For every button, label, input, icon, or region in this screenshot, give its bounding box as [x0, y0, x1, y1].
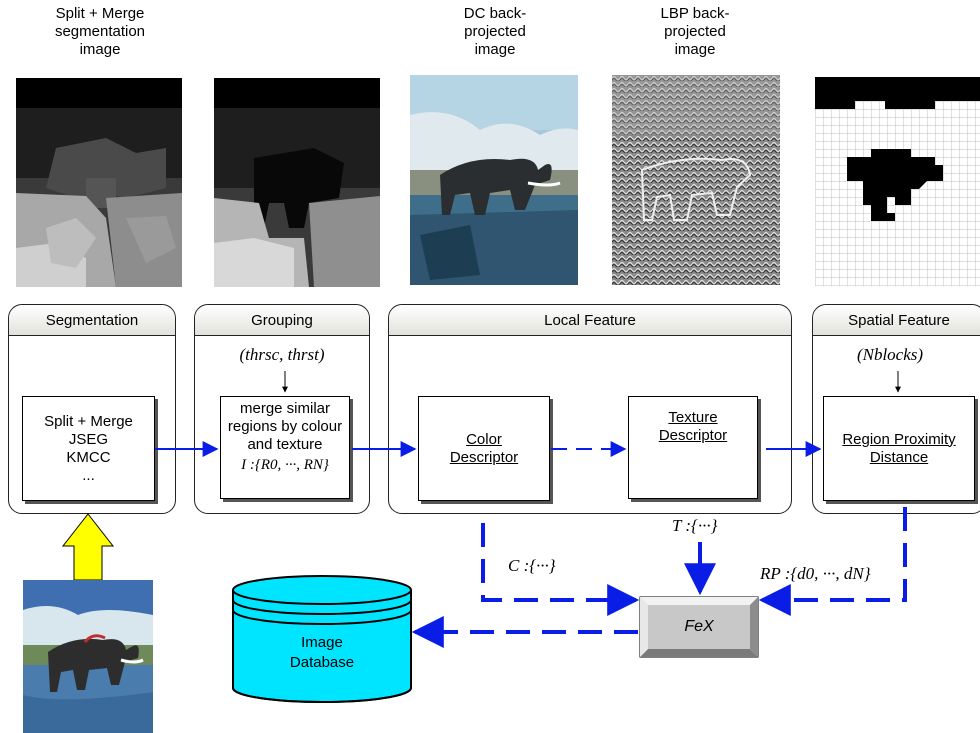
color-descriptor-label[interactable]: Color Descriptor [449, 430, 519, 466]
grouping-box: merge similar regions by colour and text… [220, 396, 350, 499]
input-elephant-photo [23, 580, 153, 733]
spatial-parameters: (Nblocks) [856, 345, 924, 364]
stage-local-feature-title: Local Feature [389, 305, 791, 336]
seg-method-kmcc: KMCC [66, 448, 111, 466]
caption-lbp: LBP back- projected image [660, 5, 730, 58]
segmentation-methods-box: Split + Merge JSEG KMCC ... [22, 396, 155, 501]
texture-descriptor-box[interactable]: Texture Descriptor [628, 396, 758, 499]
stage-segmentation-title: Segmentation [9, 305, 175, 336]
color-descriptor-box[interactable]: Color Descriptor [418, 396, 550, 501]
seg-method-jseg: JSEG [68, 430, 109, 448]
grouping-output: I :{R0, ···, RN} [241, 457, 329, 473]
proximity-to-fex-connector [758, 507, 907, 616]
color-output: C :{···} [508, 556, 556, 575]
proximity-output: RP :{d0, ···, dN} [760, 564, 871, 583]
caption-dc: DC back- projected image [463, 5, 527, 58]
grouping-text: merge similar regions by colour and text… [227, 400, 343, 453]
grouping-parameters: (thrsc, thrst) [239, 345, 325, 364]
database-label: Image Database [289, 634, 355, 671]
region-proximity-label[interactable]: Region Proximity Distance [842, 430, 956, 466]
grouped-segmentation-image [214, 78, 380, 287]
stage-grouping-title: Grouping [195, 305, 369, 336]
stage-spatial-feature-title: Spatial Feature [813, 305, 980, 336]
fex-label[interactable]: FeX [684, 618, 714, 635]
split-merge-segmentation-image [16, 78, 182, 287]
dc-back-projected-image [410, 75, 578, 285]
caption-split-merge: Split + Merge segmentation image [54, 5, 146, 58]
seg-method-split-merge: Split + Merge [44, 412, 133, 430]
seg-method-more: ... [82, 466, 95, 484]
input-arrow [61, 513, 115, 581]
region-proximity-box[interactable]: Region Proximity Distance [823, 396, 975, 501]
spatial-blocks-image [815, 77, 980, 286]
lbp-back-projected-image [612, 75, 780, 285]
texture-output: T :{···} [672, 516, 718, 535]
texture-descriptor-label[interactable]: Texture Descriptor [658, 409, 728, 444]
